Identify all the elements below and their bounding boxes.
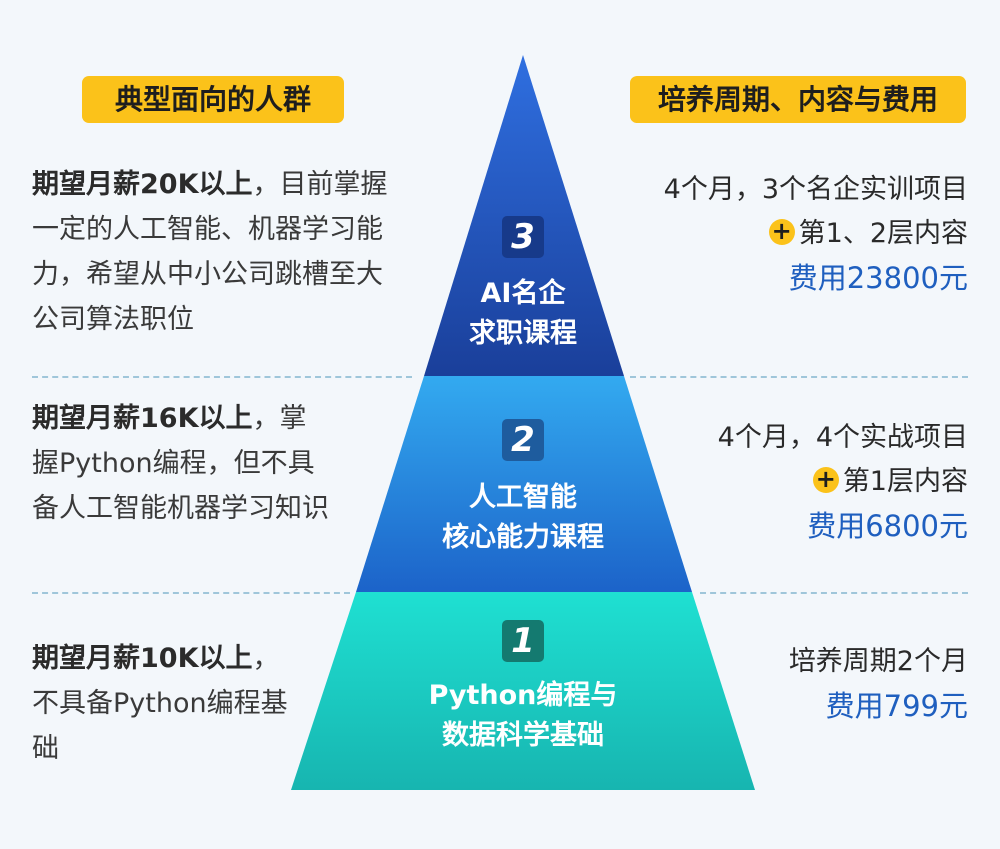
tier-2-audience-rest: ，掌握Python编程，但不具备人工智能机器学习知识 [32,403,329,524]
divider-left-lower [32,592,350,594]
pyramid-tier-2 [356,376,692,592]
tier-3-title-line1: AI名企 [480,278,566,309]
tier-1-cost: 培养周期2个月 费用799元 [628,640,968,728]
tier-3-cost: 4个月，3个名企实训项目 +第1、2层内容 费用23800元 [628,168,968,300]
tier-3-audience: 期望月薪20K以上，目前掌握一定的人工智能、机器学习能力，希望从中小公司跳槽至大… [32,162,394,342]
tier-2-number-badge: 2 [502,419,544,461]
plus-icon: + [812,466,839,493]
tier-3-title: AI名企 求职课程 [400,274,646,354]
audience-header: 典型面向的人群 [82,76,344,123]
tier-1-title: Python编程与 数据科学基础 [400,676,646,756]
tier-1-price: 费用799元 [825,689,968,723]
tier-2-cost: 4个月，4个实战项目 +第1层内容 费用6800元 [628,416,968,548]
tier-3-title-line2: 求职课程 [469,318,577,349]
tier-2-price: 费用6800元 [807,509,968,543]
tier-1-duration: 培养周期2个月 [788,646,968,677]
tier-1-audience: 期望月薪10K以上，不具备Python编程基础 [32,636,294,771]
divider-right-upper [630,376,968,378]
tier-1-audience-lead: 期望月薪10K以上 [32,643,253,674]
plus-icon: + [768,218,795,245]
pyramid-tier-3 [424,55,624,376]
tier-3-audience-rest: ，目前掌握一定的人工智能、机器学习能力，希望从中小公司跳槽至大公司算法职位 [32,169,388,335]
tier-2-audience-lead: 期望月薪16K以上 [32,403,253,434]
tier-3-duration: 4个月，3个名企实训项目 [663,174,968,205]
tier-2-includes: +第1层内容 [628,460,968,504]
tier-3-price: 费用23800元 [788,261,968,295]
tier-1-number-badge: 1 [502,620,544,662]
tier-2-title: 人工智能 核心能力课程 [400,478,646,558]
divider-left-upper [32,376,412,378]
tier-3-includes: +第1、2层内容 [628,212,968,256]
tier-2-title-line1: 人工智能 [469,482,577,513]
tier-3-audience-lead: 期望月薪20K以上 [32,169,253,200]
tier-1-title-line1: Python编程与 [428,680,618,711]
tier-3-number-badge: 3 [502,216,544,258]
tier-2-title-line2: 核心能力课程 [442,522,604,553]
tier-3-includes-text: 第1、2层内容 [798,218,968,249]
tier-1-audience-rest: ，不具备Python编程基础 [32,643,288,764]
divider-right-lower [700,592,968,594]
tier-2-audience: 期望月薪16K以上，掌握Python编程，但不具备人工智能机器学习知识 [32,396,332,531]
tier-2-duration: 4个月，4个实战项目 [717,422,968,453]
cost-header: 培养周期、内容与费用 [630,76,966,123]
pyramid-tier-1 [291,592,755,790]
tier-1-title-line2: 数据科学基础 [442,720,604,751]
tier-2-includes-text: 第1层内容 [842,466,968,497]
